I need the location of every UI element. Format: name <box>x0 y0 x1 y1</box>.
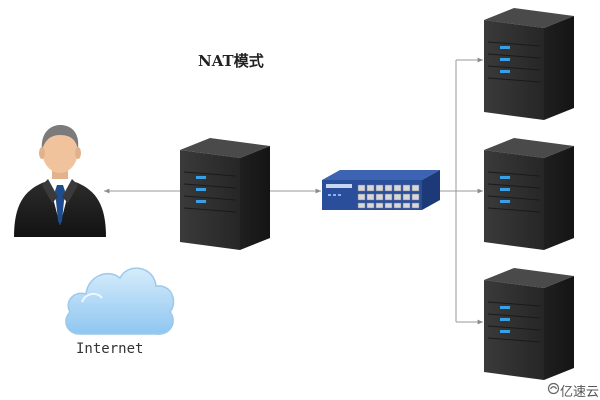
nat-server-icon <box>180 138 270 250</box>
watermark-logo-icon <box>547 382 560 395</box>
switch-icon <box>322 170 440 210</box>
watermark-text: 亿速云 <box>560 385 600 400</box>
internet-label: Internet <box>76 341 144 357</box>
cloud-icon <box>65 267 175 335</box>
backend-server-icon <box>484 138 574 250</box>
user-icon <box>14 125 106 237</box>
connection-lines <box>104 57 483 325</box>
backend-server-icon <box>484 8 574 120</box>
backend-server-icon <box>484 268 574 380</box>
diagram-title: NAT模式 <box>198 52 264 70</box>
